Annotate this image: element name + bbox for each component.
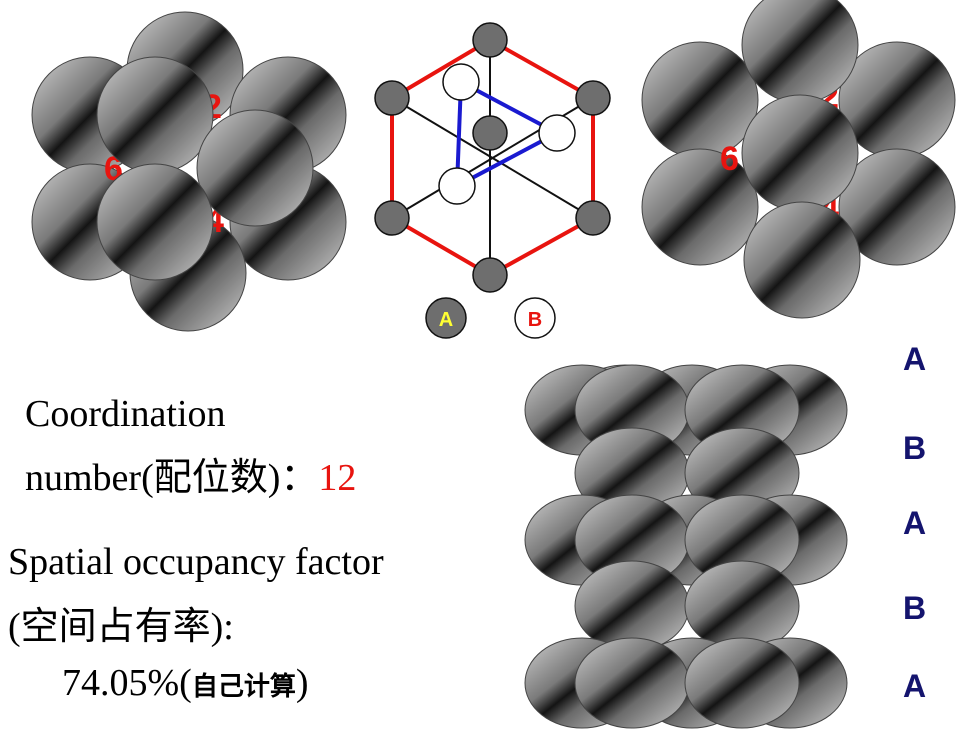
sphere xyxy=(838,148,956,266)
occupancy-value: 74.05%( xyxy=(62,662,192,704)
coordination-label-line1: Coordination xyxy=(25,393,226,435)
node-a xyxy=(374,80,410,116)
legend-b-label: B xyxy=(528,309,542,331)
occupancy-label-line1: Spatial occupancy factor xyxy=(8,541,384,583)
sphere xyxy=(684,637,800,729)
coordination-label-line2: number(配位数)：12 xyxy=(25,446,356,501)
node-a-center xyxy=(472,115,508,151)
sphere xyxy=(96,56,214,174)
legend-b-marker xyxy=(514,297,556,339)
sphere xyxy=(641,41,759,159)
layer-label-b: B xyxy=(903,430,927,466)
sphere xyxy=(574,637,690,729)
sphere xyxy=(96,163,214,281)
stacking-side-view xyxy=(524,364,848,729)
layer-label-a: A xyxy=(903,341,927,377)
hexagon-schematic xyxy=(374,22,611,293)
sphere-cluster-left: 2 6 4 xyxy=(31,11,347,332)
layer-label-a: A xyxy=(903,505,927,541)
occupancy-close: ) xyxy=(295,662,309,704)
node-a xyxy=(374,200,410,236)
node-a xyxy=(472,257,508,293)
sphere xyxy=(641,148,759,266)
sphere xyxy=(196,109,314,227)
node-b xyxy=(438,167,476,205)
layer-label-b: B xyxy=(903,590,927,626)
coordination-value: 12 xyxy=(318,457,357,499)
sphere xyxy=(741,94,859,212)
layer-label-a: A xyxy=(903,668,927,704)
legend-a-marker xyxy=(425,297,467,339)
sphere xyxy=(743,201,861,319)
node-a xyxy=(575,200,611,236)
node-a xyxy=(472,22,508,58)
legend: A B xyxy=(425,297,556,339)
node-b xyxy=(538,114,576,152)
neighbor-number-6-hidden: 6 xyxy=(720,140,739,178)
occupancy-label-line2: (空间占有率): xyxy=(8,606,234,648)
coordination-label-text: number(配位数)： xyxy=(25,457,319,499)
legend-a-label: A xyxy=(439,309,453,331)
sphere-cluster-right: 2 6 4 xyxy=(641,0,956,319)
occupancy-value-line: 74.05%(自己计算) xyxy=(62,661,308,705)
occupancy-note: 自己计算 xyxy=(191,672,296,702)
node-a xyxy=(575,80,611,116)
node-b xyxy=(442,63,480,101)
triangle-b-layer xyxy=(454,78,562,190)
